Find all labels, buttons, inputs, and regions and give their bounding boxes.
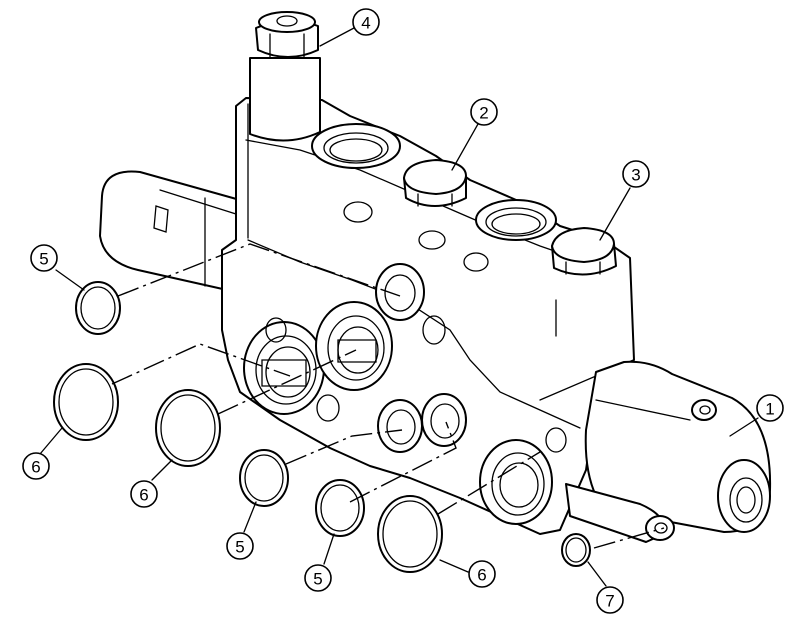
spool-end-cap <box>584 360 772 533</box>
o-ring-6-middle <box>155 389 221 467</box>
mounting-holes <box>265 315 567 453</box>
o-ring-5-upper <box>75 281 121 335</box>
callout-5-lower-label: 5 <box>313 570 322 589</box>
front-port-small-left <box>377 399 423 453</box>
callout-6-left: 6 <box>22 452 50 480</box>
front-port-small-right <box>421 393 467 447</box>
callout-4-label: 4 <box>361 14 370 33</box>
callout-2-label: 2 <box>479 104 488 123</box>
callout-1-label: 1 <box>765 400 774 419</box>
callout-7-label: 7 <box>605 592 614 611</box>
callout-1: 1 <box>756 394 784 422</box>
callout-7: 7 <box>596 586 624 614</box>
callout-6-lower: 6 <box>468 560 496 588</box>
front-port-mid-right <box>315 301 393 391</box>
callout-6-middle-label: 6 <box>139 486 148 505</box>
leader-lines <box>39 27 759 587</box>
callout-6-left-label: 6 <box>31 458 40 477</box>
rear-spool-cap <box>99 170 241 293</box>
o-ring-5-lower <box>315 479 365 537</box>
callout-5-upper: 5 <box>30 244 58 272</box>
hex-plug-3 <box>551 227 617 276</box>
o-ring-6-lower <box>377 495 443 573</box>
front-port-mid-left <box>243 321 325 415</box>
front-port-upper <box>375 263 425 321</box>
top-port-left <box>311 123 401 169</box>
callout-6-middle: 6 <box>130 480 158 508</box>
top-port-right <box>475 199 557 241</box>
callout-5-middle-label: 5 <box>235 538 244 557</box>
callout-3-label: 3 <box>631 166 640 185</box>
callout-2: 2 <box>470 98 498 126</box>
o-ring-5-middle <box>239 449 289 507</box>
o-ring-6-left <box>53 363 119 441</box>
callout-3: 3 <box>622 160 650 188</box>
callout-4: 4 <box>352 8 380 36</box>
seal-center-lines <box>111 243 665 549</box>
o-ring-7 <box>561 533 591 567</box>
relief-valve-cartridge <box>249 11 321 142</box>
lower-spool-shaft <box>565 483 675 543</box>
callout-5-middle: 5 <box>226 532 254 560</box>
callout-5-lower: 5 <box>304 564 332 592</box>
callout-5-upper-label: 5 <box>39 250 48 269</box>
front-port-lower <box>479 439 553 525</box>
hex-plug-2 <box>403 159 467 207</box>
callout-6-lower-label: 6 <box>477 566 486 585</box>
